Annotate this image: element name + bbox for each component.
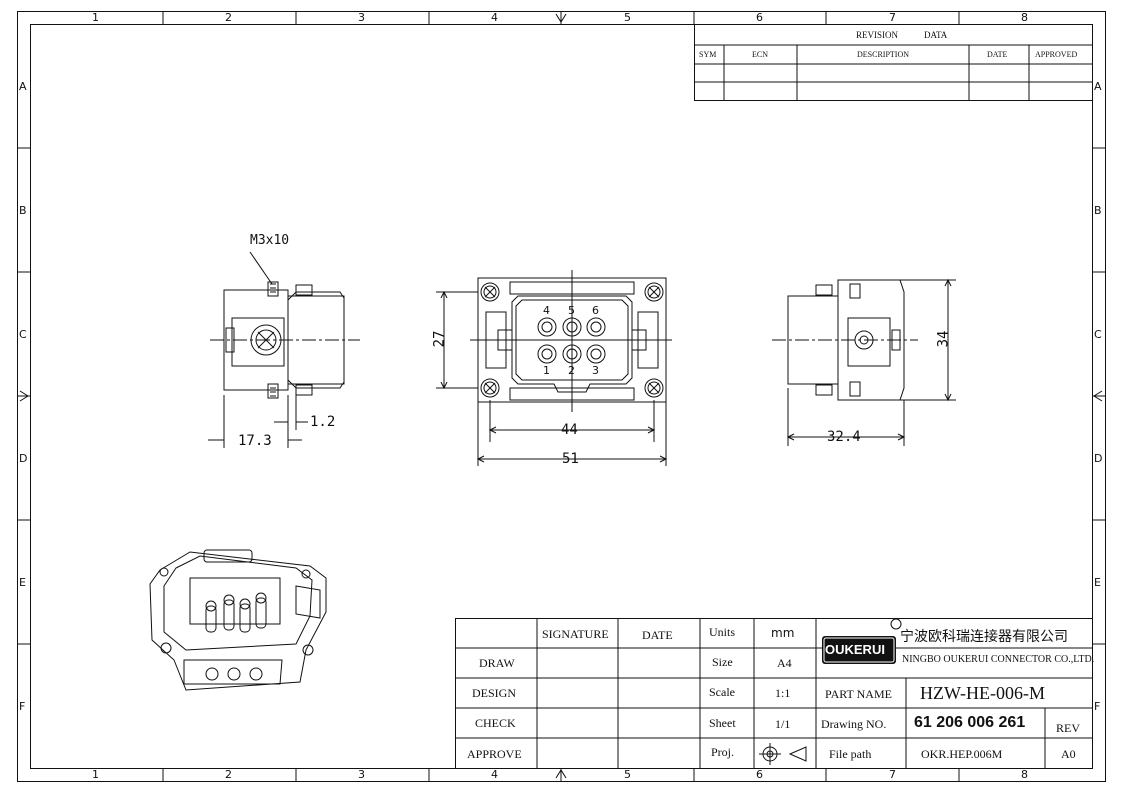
size-label: Size bbox=[712, 655, 733, 669]
zone-col-2-bottom: 2 bbox=[225, 768, 232, 781]
zone-col-8-top: 8 bbox=[1021, 11, 1028, 24]
proj-label: Proj. bbox=[711, 745, 735, 759]
logo-text: OUKERUI bbox=[825, 642, 885, 657]
dim-44: 44 bbox=[561, 422, 578, 438]
zone-col-6-bottom: 6 bbox=[756, 768, 763, 781]
revision-header-approved: APPROVED bbox=[1035, 50, 1078, 59]
zone-row-e-left: E bbox=[19, 576, 26, 589]
row-approve: APPROVE bbox=[467, 747, 522, 761]
scale-value: 1:1 bbox=[775, 686, 791, 700]
revision-title: REVISION bbox=[856, 30, 898, 40]
zone-col-3-bottom: 3 bbox=[358, 768, 365, 781]
dim-34: 34 bbox=[935, 330, 952, 348]
title-block bbox=[455, 618, 1093, 769]
pin-label-4: 4 bbox=[543, 304, 550, 317]
pin-label-1: 1 bbox=[543, 364, 550, 377]
zone-col-7-bottom: 7 bbox=[889, 768, 896, 781]
zone-row-d-right: D bbox=[1094, 452, 1103, 465]
drawing-no-value: 61 206 006 261 bbox=[914, 714, 1026, 731]
company-logo bbox=[822, 618, 902, 664]
dim-27: 27 bbox=[431, 330, 448, 348]
front-view bbox=[436, 270, 672, 466]
company-name-cn: 宁波欧科瑞连接器有限公司 bbox=[900, 629, 1068, 645]
zone-col-5-bottom: 5 bbox=[624, 768, 631, 781]
projection-symbol bbox=[759, 743, 807, 765]
file-path-value: OKR.HEP.006M bbox=[921, 747, 1003, 761]
revision-data-title: DATA bbox=[924, 30, 948, 40]
zone-col-3-top: 3 bbox=[358, 11, 365, 24]
row-draw: DRAW bbox=[479, 656, 515, 670]
zone-col-4-top: 4 bbox=[491, 11, 498, 24]
part-name-value: HZW-HE-006-M bbox=[920, 683, 1045, 703]
side-view-left bbox=[208, 251, 360, 448]
zone-row-a-left: A bbox=[19, 80, 27, 93]
zone-row-a-right: A bbox=[1094, 80, 1102, 93]
sheet-label: Sheet bbox=[709, 716, 736, 730]
zone-col-1-bottom: 1 bbox=[92, 768, 99, 781]
center-mark-left bbox=[19, 390, 29, 402]
screw-label: M3x10 bbox=[250, 233, 290, 248]
zone-row-c-right: C bbox=[1094, 328, 1102, 341]
outer-frame bbox=[17, 11, 1106, 782]
sheet-value: 1/1 bbox=[775, 717, 791, 731]
zone-col-8-bottom: 8 bbox=[1021, 768, 1028, 781]
pin-label-6: 6 bbox=[592, 304, 599, 317]
revision-header-ecn: ECN bbox=[752, 50, 768, 59]
revision-header-description: DESCRIPTION bbox=[857, 50, 910, 59]
revision-header-sym: SYM bbox=[699, 50, 717, 59]
zone-col-7-top: 7 bbox=[889, 11, 896, 24]
revision-header-date: DATE bbox=[987, 50, 1008, 59]
dim-17-3: 17.3 bbox=[238, 433, 272, 449]
center-mark-bottom bbox=[555, 769, 567, 779]
units-value: mm bbox=[771, 626, 795, 640]
dim-51: 51 bbox=[562, 451, 579, 467]
rev-label: REV bbox=[1056, 721, 1080, 735]
center-mark-top bbox=[555, 13, 567, 23]
revision-table bbox=[694, 24, 1093, 101]
pin-label-2: 2 bbox=[568, 364, 575, 377]
zone-col-1-top: 1 bbox=[92, 11, 99, 24]
signature-header: SIGNATURE bbox=[542, 627, 609, 641]
zone-row-b-left: B bbox=[19, 204, 27, 217]
file-path-label: File path bbox=[829, 747, 872, 761]
drawing-no-label: Drawing NO. bbox=[821, 717, 887, 731]
row-check: CHECK bbox=[475, 716, 516, 730]
dim-1-2: 1.2 bbox=[310, 414, 336, 430]
zone-row-e-right: E bbox=[1094, 576, 1101, 589]
zone-row-f-right: F bbox=[1094, 700, 1101, 713]
part-name-label: PART NAME bbox=[825, 687, 892, 701]
scale-label: Scale bbox=[709, 685, 735, 699]
side-view-right bbox=[772, 278, 956, 446]
zone-col-2-top: 2 bbox=[225, 11, 232, 24]
zone-col-4-bottom: 4 bbox=[491, 768, 498, 781]
pin-label-5: 5 bbox=[568, 304, 575, 317]
contact-pins bbox=[537, 317, 606, 364]
zone-row-d-left: D bbox=[19, 452, 28, 465]
units-label: Units bbox=[709, 625, 736, 639]
rev-value: A0 bbox=[1061, 747, 1076, 761]
zone-row-f-left: F bbox=[19, 700, 26, 713]
row-design: DESIGN bbox=[472, 686, 516, 700]
zone-col-6-top: 6 bbox=[756, 11, 763, 24]
isometric-view bbox=[149, 549, 327, 691]
dim-32-4: 32.4 bbox=[827, 429, 861, 445]
pin-label-3: 3 bbox=[592, 364, 599, 377]
center-mark-right bbox=[1093, 390, 1103, 402]
zone-row-c-left: C bbox=[19, 328, 27, 341]
company-name-en: NINGBO OUKERUI CONNECTOR CO.,LTD. bbox=[902, 654, 1095, 665]
date-header: DATE bbox=[642, 628, 673, 642]
size-value: A4 bbox=[777, 656, 792, 670]
zone-col-5-top: 5 bbox=[624, 11, 631, 24]
zone-row-b-right: B bbox=[1094, 204, 1102, 217]
